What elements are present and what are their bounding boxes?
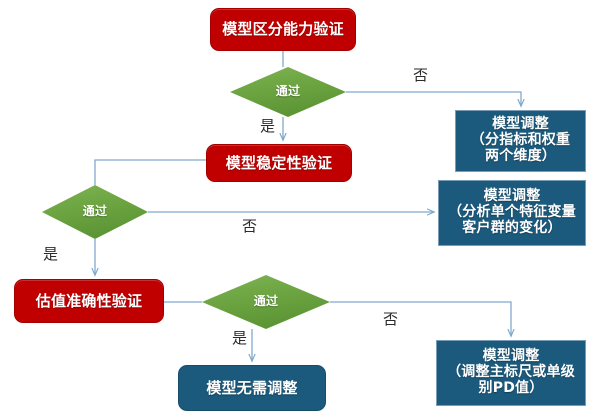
decision-shape-stability[interactable] (42, 185, 148, 239)
edge-label-estimation-yes: 是 (232, 329, 248, 347)
result-node-no-adjustment-needed[interactable]: 模型无需调整 (178, 365, 326, 411)
decision-label-estimation-accuracy[interactable]: 通过 (253, 294, 279, 309)
decision-shape-discrimination[interactable] (230, 67, 346, 117)
result-node-adjust-indicator-weight[interactable]: 模型调整 （分指标和权重 两个维度） (455, 110, 586, 172)
edge-label-discrimination-yes: 是 (260, 117, 276, 135)
edge-label-stability-no: 否 (242, 217, 258, 235)
decision-label-discrimination[interactable]: 通过 (275, 84, 301, 99)
result-node-adjust-master-scale-pd[interactable]: 模型调整 （调整主标尺或单级 别PD值） (436, 340, 586, 406)
connector-estimation-no (330, 301, 511, 336)
decision-label-stability[interactable]: 通过 (82, 204, 108, 219)
process-node-validate-estimation-accuracy[interactable]: 估值准确性验证 (14, 279, 164, 323)
process-node-validate-discrimination[interactable]: 模型区分能力验证 (210, 8, 356, 51)
decision-shape-estimation[interactable] (202, 275, 330, 329)
process-node-validate-stability[interactable]: 模型稳定性验证 (206, 144, 352, 182)
edge-label-discrimination-no: 否 (413, 66, 429, 84)
edge-label-estimation-no: 否 (383, 310, 399, 328)
result-node-adjust-feature-variable[interactable]: 模型调整 （分析单个特征变量 客户群的变化） (438, 180, 586, 246)
edge-label-stability-yes: 是 (43, 245, 59, 263)
connector-discrimination-no (346, 91, 521, 106)
connector-stability-to-decision (94, 159, 206, 185)
